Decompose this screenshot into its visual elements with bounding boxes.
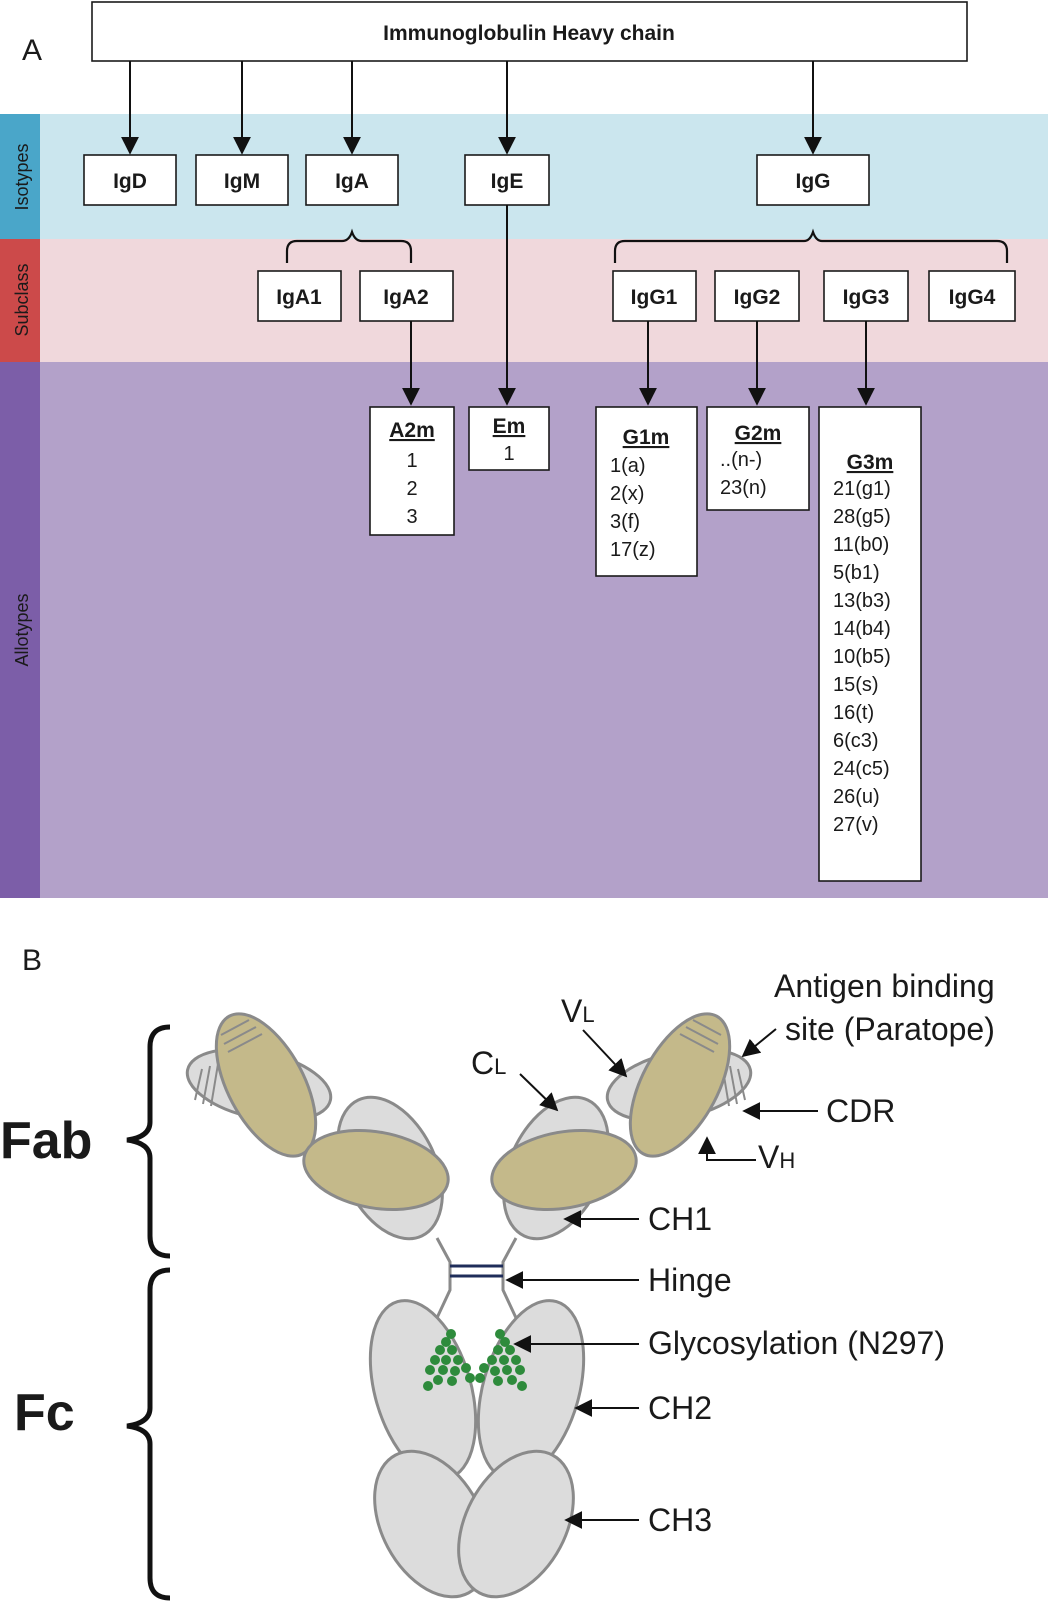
- iga-subclass-brace: [285, 228, 413, 263]
- allotype-item: 24(c5): [833, 758, 890, 780]
- subclass-label-igg4: IgG4: [949, 286, 996, 309]
- root-box: [91, 1, 968, 62]
- root-label: Immunoglobulin Heavy chain: [383, 22, 675, 45]
- right-ch1-region: [490, 1128, 638, 1212]
- vh-label-main: V: [758, 1139, 780, 1175]
- antigen-site-label-line2: site (Paratope): [785, 1011, 995, 1047]
- vl-label-sub: L: [582, 1002, 594, 1027]
- glycosylation-label: Glycosylation (N297): [648, 1325, 945, 1361]
- allotype-item: 28(g5): [833, 506, 891, 528]
- subclass-box-iga2: [359, 270, 454, 322]
- allotype-item: ..(n-): [720, 449, 762, 471]
- glycan-right: [475, 1329, 527, 1391]
- ch2-label: CH2: [648, 1390, 712, 1426]
- antigen-site-label-line1: Antigen binding: [774, 968, 995, 1004]
- panel-b-label: B: [22, 944, 42, 977]
- isotypes-band-label: Isotypes: [12, 143, 32, 210]
- left-vh-domain: [214, 1012, 318, 1158]
- allotype-box-em: [468, 406, 550, 471]
- isotype-label-ige: IgE: [491, 170, 524, 193]
- allotype-box-g2m: [706, 406, 810, 511]
- allotype-title-g2m: G2m: [735, 422, 782, 445]
- isotype-box-iga: [305, 154, 399, 206]
- allotype-item: 2(x): [610, 483, 644, 505]
- allotype-item: 6(c3): [833, 730, 879, 752]
- subclass-tab: [0, 239, 40, 362]
- allotype-item: 21(g1): [833, 478, 891, 500]
- left-ch1-region: [302, 1128, 450, 1212]
- ch3-label: CH3: [648, 1502, 712, 1538]
- allotype-item: 23(n): [720, 477, 767, 499]
- isotype-box-igg: [756, 154, 870, 206]
- subclass-band-label: Subclass: [12, 263, 32, 336]
- allotype-item: 16(t): [833, 702, 874, 724]
- panel-a-label: A: [22, 34, 42, 67]
- vl-pointer: [582, 1029, 628, 1078]
- right-ch3-domain: [457, 1449, 575, 1599]
- cl-label-main: C: [471, 1045, 494, 1081]
- subclass-label-igg1: IgG1: [631, 286, 678, 309]
- allotype-item: 27(v): [833, 814, 879, 836]
- allotype-item: 2: [406, 478, 417, 500]
- isotype-label-igm: IgM: [224, 170, 260, 193]
- cdr-label: CDR: [826, 1093, 895, 1129]
- allotype-item: 3: [406, 506, 417, 528]
- isotype-box-igm: [195, 154, 289, 206]
- fc-brace: [126, 1267, 171, 1601]
- allotype-title-g3m: G3m: [847, 451, 894, 474]
- isotype-label-iga: IgA: [335, 170, 369, 193]
- allotype-item: 26(u): [833, 786, 880, 808]
- allotype-box-g3m: [818, 406, 922, 882]
- vh-pointer: [698, 1136, 756, 1161]
- cl-label: CL: [471, 1045, 506, 1081]
- right-vh-domain: [628, 1012, 732, 1158]
- allotype-box-a2m: [369, 406, 455, 536]
- allotype-item: 15(s): [833, 674, 879, 696]
- fab-label: Fab: [0, 1112, 92, 1170]
- subclass-box-igg4: [928, 270, 1016, 322]
- subclass-box-iga1: [257, 270, 342, 322]
- allotype-title-em: Em: [493, 415, 526, 438]
- allotype-item: 1: [503, 443, 514, 465]
- isotypes-tab: [0, 114, 40, 239]
- subclass-label-igg2: IgG2: [734, 286, 781, 309]
- fc-label: Fc: [14, 1384, 75, 1442]
- allotype-box-g1m: [595, 406, 698, 577]
- subclass-label-igg3: IgG3: [843, 286, 890, 309]
- vl-label: VL: [561, 993, 595, 1029]
- hinge-left-strand: [434, 1237, 452, 1321]
- igg-subclass-brace: [613, 228, 1009, 263]
- isotype-label-igd: IgD: [113, 170, 147, 193]
- vh-label: VH: [758, 1139, 795, 1175]
- allotypes-tab: [0, 362, 40, 898]
- allotype-item: 3(f): [610, 511, 640, 533]
- hinge-label: Hinge: [648, 1262, 732, 1298]
- allotype-item: 1: [406, 450, 417, 472]
- vl-label-main: V: [561, 993, 583, 1029]
- allotype-item: 11(b0): [833, 534, 889, 556]
- isotype-label-igg: IgG: [796, 170, 831, 193]
- subclass-box-igg1: [612, 270, 697, 322]
- fab-brace: [126, 1024, 171, 1259]
- allotypes-band-label: Allotypes: [12, 593, 32, 666]
- allotype-title-g1m: G1m: [623, 426, 670, 449]
- glycan-left: [423, 1329, 475, 1391]
- subclass-label-iga1: IgA1: [276, 286, 322, 309]
- allotype-item: 1(a): [610, 455, 646, 477]
- allotype-title-a2m: A2m: [389, 419, 435, 442]
- allotype-item: 5(b1): [833, 562, 880, 584]
- subclass-label-iga2: IgA2: [383, 286, 429, 309]
- allotype-item: 10(b5): [833, 646, 891, 668]
- cl-pointer: [519, 1073, 559, 1112]
- allotype-item: 13(b3): [833, 590, 891, 612]
- allotype-item: 17(z): [610, 539, 656, 561]
- vh-label-sub: H: [779, 1148, 795, 1173]
- ch1-label: CH1: [648, 1201, 712, 1237]
- antigen-site-pointer: [741, 1028, 777, 1058]
- cl-label-sub: L: [494, 1054, 506, 1079]
- allotype-item: 14(b4): [833, 618, 891, 640]
- isotype-box-igd: [83, 154, 177, 206]
